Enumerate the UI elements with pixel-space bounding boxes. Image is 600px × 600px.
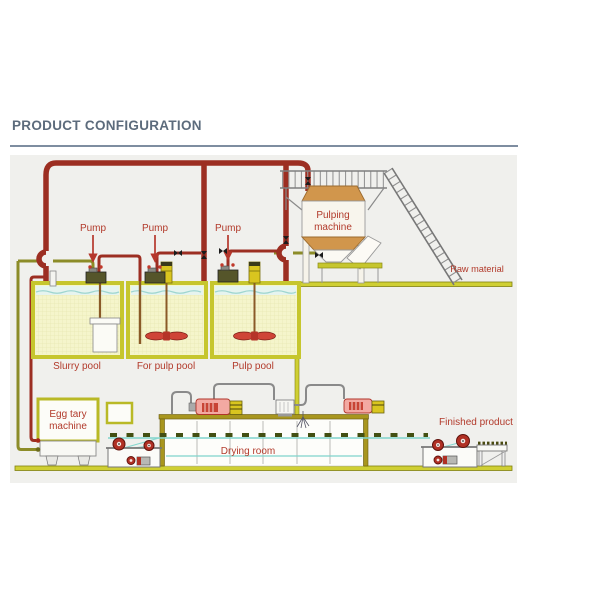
production-line-diagram: Pump Pump Pump	[14, 160, 513, 471]
room-dividers	[196, 421, 331, 464]
room-roof	[158, 414, 369, 420]
platform-braces	[285, 187, 385, 211]
control-box	[371, 400, 385, 414]
pump-1	[85, 265, 107, 284]
table-leg	[478, 450, 483, 467]
burner-unit-1	[188, 398, 243, 415]
roof-air-pipes	[171, 383, 345, 414]
sprinkler-nozzle	[296, 411, 310, 429]
pulp-pool-label: Pulp pool	[232, 361, 274, 372]
table-top	[476, 444, 508, 452]
egg-tray-machine: Egg tary machine	[35, 397, 134, 466]
agitator-hub	[251, 331, 258, 341]
agitator-hub	[163, 331, 170, 341]
machine-foot	[45, 455, 59, 466]
suction-strainer-body	[92, 323, 118, 353]
room-right-wall	[363, 418, 369, 467]
water-surface	[36, 286, 119, 295]
agitator-motor-pool3	[248, 261, 261, 284]
conveyor-line	[108, 433, 430, 439]
machine-hood	[105, 401, 134, 425]
valves	[174, 177, 323, 259]
finished-product-label: Finished product	[439, 417, 513, 428]
tank-bottom-cone	[300, 236, 367, 251]
agitator-motors	[160, 261, 261, 284]
control-box	[229, 400, 243, 415]
suction-strainer-cap	[89, 317, 121, 325]
raw-material-label: Raw material	[450, 264, 504, 274]
infeed-conveyor	[106, 437, 162, 468]
machine-body	[36, 397, 100, 443]
machine-foot	[77, 455, 91, 466]
for-pulp-pool	[126, 281, 208, 359]
discharge-funnel	[312, 249, 355, 263]
outfeed-conveyor	[421, 434, 479, 468]
stair-rungs	[383, 167, 463, 286]
pulping-machine-label-2: machine	[314, 222, 352, 233]
tank-top-cone	[301, 185, 366, 202]
slurry-pool	[31, 270, 124, 359]
pump-callouts: Pump Pump Pump	[80, 223, 242, 263]
burner-unit-2	[343, 398, 385, 414]
slurry-inlet-port	[35, 438, 41, 443]
pulp-pool	[210, 281, 301, 359]
level-gauge	[49, 270, 57, 287]
finished-product-table	[476, 441, 508, 467]
for-pulp-pool-label: For pulp pool	[137, 361, 195, 372]
machine-base	[39, 440, 97, 457]
drying-room-label: Drying room	[221, 446, 275, 457]
pump-2	[144, 265, 166, 284]
pumps	[85, 263, 239, 284]
pools	[31, 270, 301, 359]
pulping-machine-assembly: Pulping machine	[280, 167, 463, 286]
stairs	[383, 167, 463, 286]
roof-equipment	[171, 383, 385, 429]
pump3-label: Pump	[215, 223, 242, 234]
room-left-wall	[159, 418, 165, 467]
page-title: PRODUCT CONFIGURATION	[12, 118, 202, 133]
pulp-inlet-port	[35, 447, 41, 452]
slurry-pool-label: Slurry pool	[53, 361, 101, 372]
olive-pipe-to-egg-machine	[16, 261, 36, 451]
egg-tray-machine-label-1: Egg tary	[49, 409, 86, 420]
pump2-label: Pump	[142, 223, 169, 234]
pulping-machine-label-1: Pulping	[316, 210, 349, 221]
title-underline	[10, 145, 518, 147]
product-configuration-diagram: Pump Pump Pump	[10, 155, 517, 483]
discharge-platform	[317, 262, 383, 269]
raw-material-floor	[297, 281, 513, 287]
pump1-discharge	[97, 254, 142, 281]
main-overhead-pipe	[43, 160, 311, 251]
pump1-label: Pump	[80, 223, 107, 234]
egg-tray-machine-label-2: machine	[49, 421, 87, 432]
fan-unit	[275, 399, 295, 417]
pump-3	[217, 263, 239, 283]
table-leg	[501, 450, 506, 467]
drying-room: Drying room	[158, 414, 369, 467]
